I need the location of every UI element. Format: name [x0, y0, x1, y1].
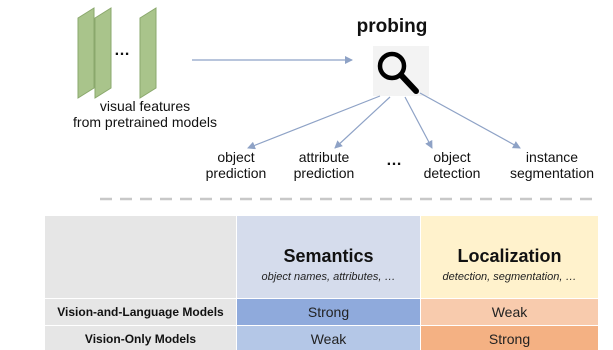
feature-map-panel: [77, 7, 95, 99]
task-line2: detection: [423, 165, 481, 181]
task-instance-segmentation: instance segmentation: [502, 149, 602, 181]
probing-title: probing: [356, 16, 428, 37]
features-label-line2: from pretrained models: [73, 114, 217, 130]
feature-maps: [77, 7, 157, 99]
feature-map-panel: [94, 7, 112, 99]
table-row: Vision-and-Language Models Strong Weak: [44, 298, 599, 326]
column-title: Localization: [457, 245, 562, 266]
row-label: Vision-Only Models: [44, 325, 237, 350]
arrow-to-attribute-prediction: [334, 96, 391, 149]
table-cell: Strong: [420, 325, 599, 350]
arrow-to-instance-segmentation: [419, 92, 521, 149]
task-line2: segmentation: [509, 165, 595, 181]
features-label-line1: visual features: [99, 98, 191, 114]
diagram-canvas: [77, 7, 592, 201]
features-label: visual features from pretrained models: [50, 98, 240, 130]
column-subtitle: object names, attributes, …: [261, 270, 396, 283]
table-row: Vision-Only Models Weak Strong: [44, 325, 599, 350]
column-subtitle: detection, segmentation, …: [442, 270, 577, 283]
task-line2: prediction: [293, 165, 355, 181]
table-cell: Weak: [420, 298, 599, 326]
task-line2: prediction: [205, 165, 267, 181]
task-attribute-prediction: attribute prediction: [285, 149, 363, 181]
task-line1: instance: [525, 149, 579, 165]
tasks-ellipsis: …: [386, 152, 402, 169]
arrow-to-object-detection: [404, 96, 433, 149]
table-header-row: Semantics object names, attributes, … Lo…: [44, 215, 599, 299]
task-object-prediction: object prediction: [200, 149, 272, 181]
table-cell: Strong: [236, 298, 421, 326]
column-header-semantics: Semantics object names, attributes, …: [236, 215, 421, 299]
table-header-empty-cell: [44, 215, 237, 299]
column-header-localization: Localization detection, segmentation, …: [420, 215, 599, 299]
magnifier-icon: [377, 51, 419, 94]
comparison-table: Semantics object names, attributes, … Lo…: [44, 215, 599, 350]
arrow-to-object-prediction: [247, 95, 381, 150]
row-label: Vision-and-Language Models: [44, 298, 237, 326]
feature-map-panel: [139, 7, 157, 99]
task-line1: object: [217, 149, 255, 165]
task-line1: object: [433, 149, 471, 165]
task-object-detection: object detection: [418, 149, 486, 181]
task-line1: attribute: [298, 149, 350, 165]
column-title: Semantics: [283, 245, 374, 266]
table-cell: Weak: [236, 325, 421, 350]
feature-maps-ellipsis: …: [114, 42, 130, 59]
